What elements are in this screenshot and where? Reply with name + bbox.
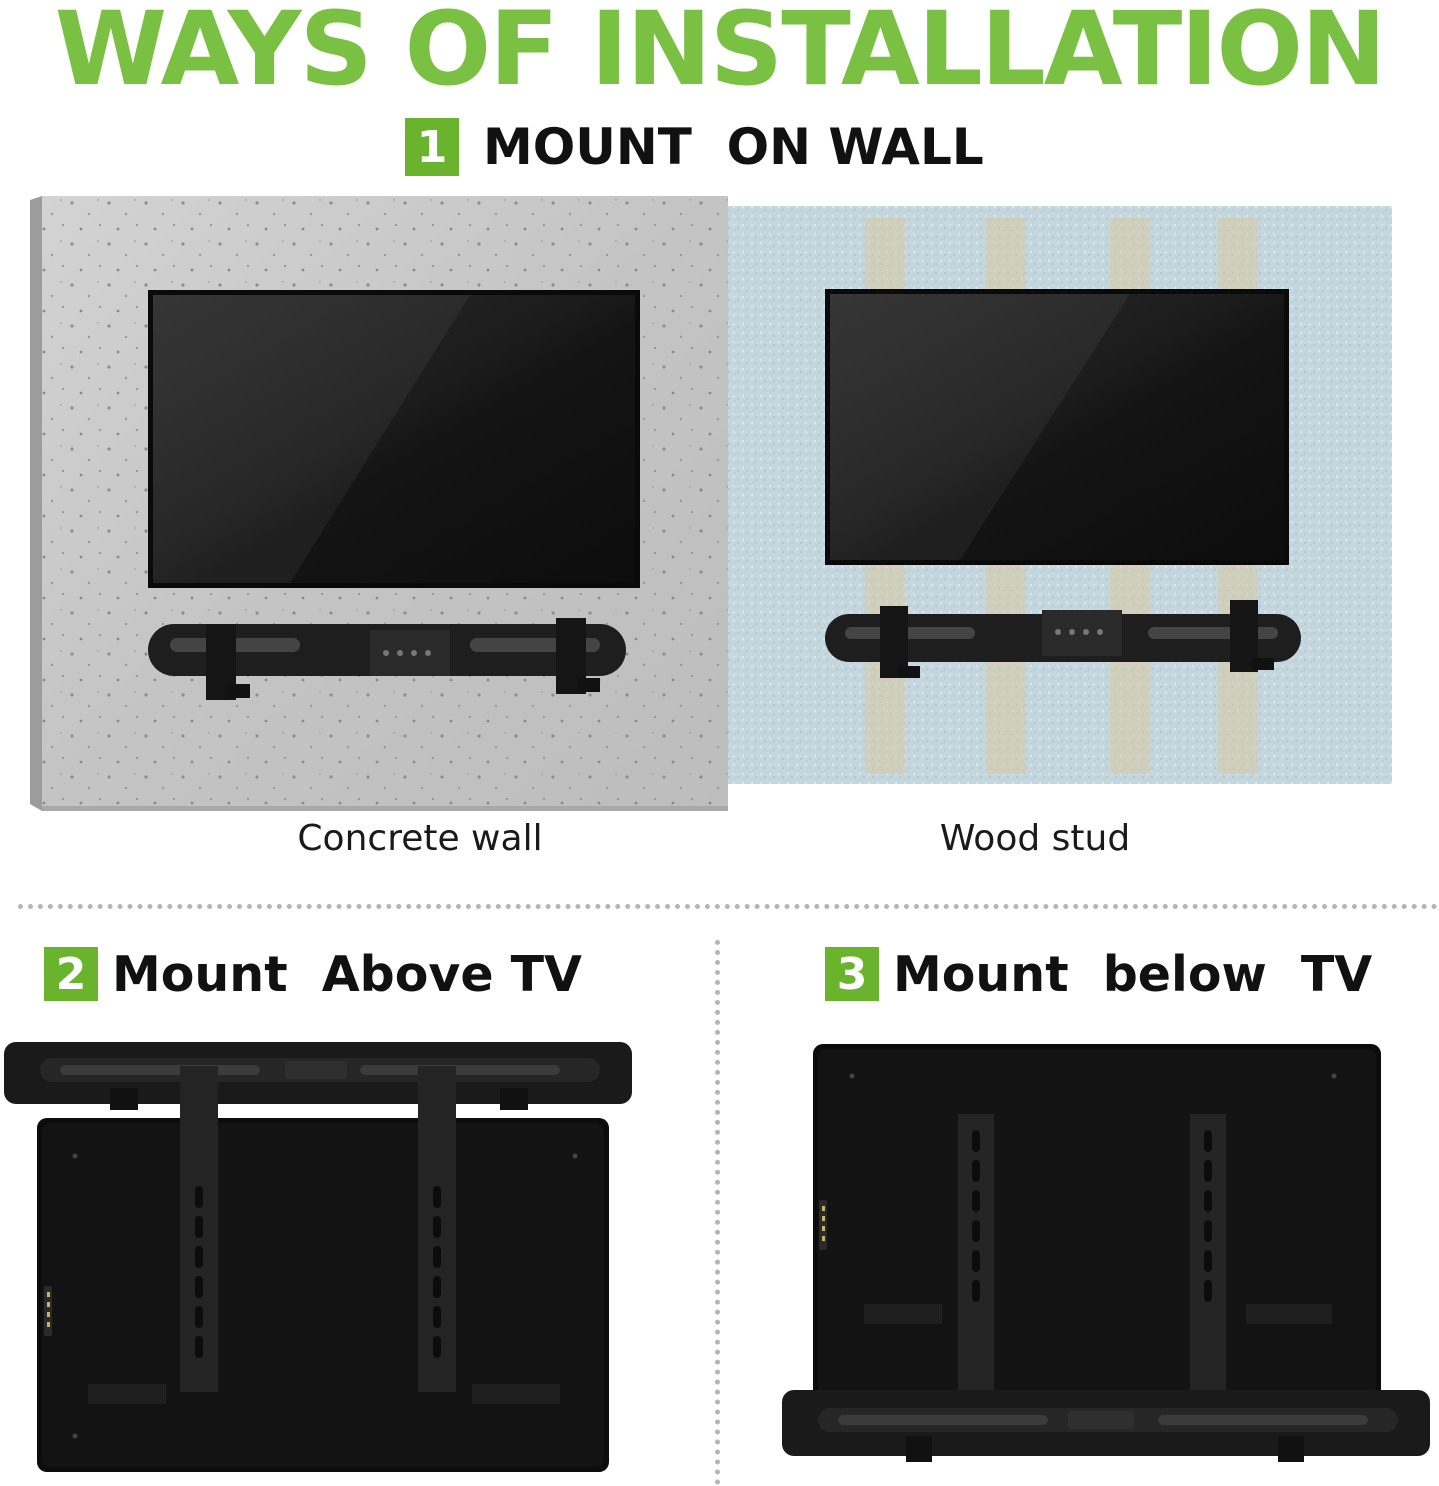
horizontal-divider	[18, 904, 1438, 909]
page-title: WAYS OF INSTALLATION	[54, 0, 1387, 109]
tv-concrete	[148, 290, 640, 588]
section-heading-mount-below-tv: 3 Mount below TV	[825, 945, 1373, 1003]
soundbar-below	[782, 1390, 1430, 1462]
mount-above-tv-illustration	[4, 1042, 632, 1472]
mount-below-tv-illustration	[782, 1044, 1430, 1462]
section-heading-mount-on-wall: 1 MOUNT ON WALL	[405, 118, 984, 176]
soundbar-bracket-wood	[825, 600, 1301, 678]
bracket-arms-above	[180, 1066, 456, 1392]
bracket-arms-below	[958, 1114, 1226, 1440]
tv-back-below	[813, 1044, 1381, 1400]
wall-mount-illustration	[30, 196, 1392, 811]
number-badge-2: 2	[44, 947, 98, 1001]
section-heading-mount-above-tv: 2 Mount Above TV	[44, 945, 582, 1003]
caption-wood-stud: Wood stud	[939, 818, 1131, 859]
section-label-mount-on-wall: MOUNT ON WALL	[483, 118, 984, 176]
section-label-mount-below-tv: Mount below TV	[893, 945, 1373, 1003]
tv-wood-stud	[825, 289, 1289, 565]
soundbar-bracket-concrete	[148, 618, 626, 700]
number-badge-1: 1	[405, 118, 459, 176]
caption-concrete-wall: Concrete wall	[297, 818, 543, 859]
number-badge-3: 3	[825, 947, 879, 1001]
soundbar-above	[4, 1042, 632, 1110]
vertical-divider	[715, 940, 720, 1485]
tv-back-above	[37, 1118, 609, 1472]
section-label-mount-above-tv: Mount Above TV	[112, 945, 582, 1003]
